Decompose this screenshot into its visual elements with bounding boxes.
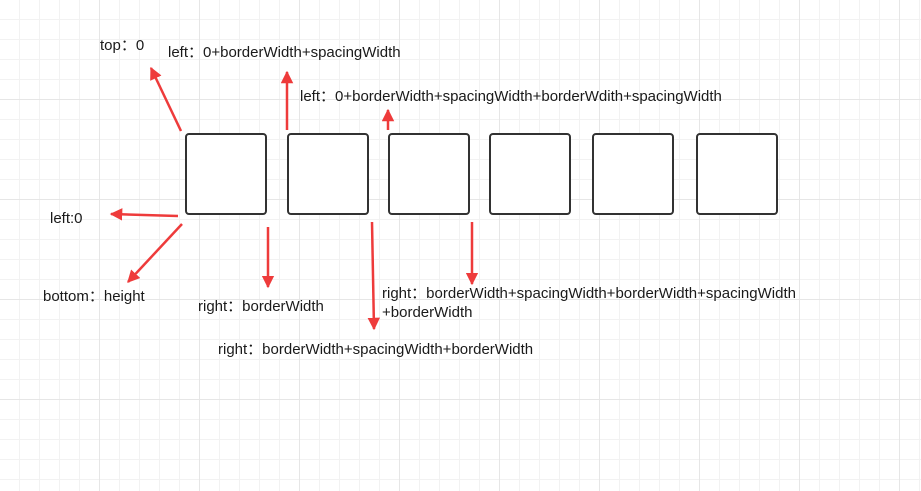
box-2: [287, 133, 369, 215]
label-right-3-line1: right：borderWidth+spacingWidth+borderWid…: [382, 285, 796, 302]
box-5: [592, 133, 674, 215]
arrow-top: [149, 66, 183, 132]
label-right-3-line2: +borderWidth: [382, 304, 473, 321]
box-4: [489, 133, 571, 215]
box-1: [185, 133, 267, 215]
box-3: [388, 133, 470, 215]
label-right-2: right：borderWidth+spacingWidth+borderWid…: [218, 341, 534, 358]
label-left-2: left：0+borderWidth+spacingWidth+borderWd…: [300, 88, 722, 105]
label-top: top：0: [100, 37, 145, 54]
arrow-bottom: [127, 223, 183, 283]
arrow-right-2: [367, 221, 381, 331]
label-right-1: right：borderWidth: [198, 298, 324, 315]
box-6: [696, 133, 778, 215]
label-left-1: left：0+borderWidth+spacingWidth: [168, 44, 401, 61]
label-bottom: bottom：height: [43, 288, 145, 305]
arrow-left-0: [109, 208, 179, 221]
label-left-0: left:0: [50, 210, 83, 227]
